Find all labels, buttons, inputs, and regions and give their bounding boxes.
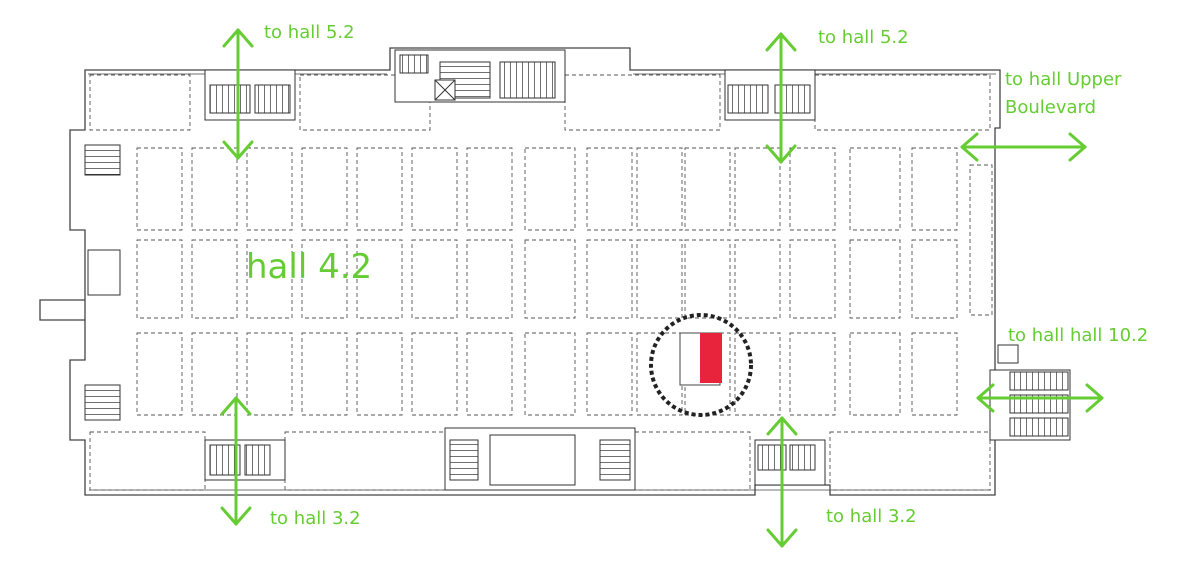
arrow-top-left <box>222 28 254 160</box>
booth-block <box>246 332 293 416</box>
booth-block <box>789 147 836 231</box>
booth-block <box>524 239 576 319</box>
exit-label-right[interactable]: to hall hall 10.2 <box>1008 325 1149 346</box>
booth-block <box>734 147 781 231</box>
booth-block <box>356 332 403 416</box>
booth-block <box>789 239 836 319</box>
booth-block <box>586 239 633 319</box>
arrow-top-right <box>765 32 797 164</box>
booth-block <box>136 147 183 231</box>
booth-block <box>789 332 836 416</box>
booth-block <box>191 147 238 231</box>
booth-block <box>136 239 183 319</box>
booth-block <box>356 239 403 319</box>
booth-block <box>849 332 901 416</box>
booth-block <box>524 147 576 231</box>
booth-block <box>301 239 348 319</box>
booth-block <box>191 239 238 319</box>
booth-block <box>684 239 731 319</box>
booth-block <box>636 332 683 416</box>
booth-block <box>191 332 238 416</box>
arrow-bottom-left <box>220 396 252 526</box>
booth-block <box>734 332 781 416</box>
booth-block <box>246 239 293 319</box>
arrow-upper-boulevard <box>960 132 1087 162</box>
arrow-bottom-right <box>766 416 798 548</box>
stairwells <box>84 49 1071 491</box>
exit-label-upper-boulevard-2[interactable]: Boulevard <box>1005 97 1097 118</box>
booth-block <box>301 332 348 416</box>
booth-block <box>636 239 683 319</box>
booth-block <box>586 332 633 416</box>
booth-block <box>849 239 901 319</box>
booth-block <box>466 332 513 416</box>
booth-block <box>136 332 183 416</box>
booth-block <box>849 147 901 231</box>
booth-block <box>636 147 683 231</box>
exit-label-top-right[interactable]: to hall 5.2 <box>818 27 909 48</box>
booth-block <box>684 147 731 231</box>
booth-block <box>411 147 458 231</box>
booth-block <box>734 239 781 319</box>
booth-block <box>586 147 633 231</box>
booth-block <box>411 332 458 416</box>
exit-label-bottom-left[interactable]: to hall 3.2 <box>270 508 361 529</box>
booth-block <box>911 332 958 416</box>
booth-marker[interactable] <box>700 333 722 383</box>
booth-block <box>411 239 458 319</box>
hall-title: hall 4.2 <box>246 247 373 287</box>
exit-label-upper-boulevard-1[interactable]: to hall Upper <box>1005 69 1122 90</box>
exit-arrows <box>220 28 1104 548</box>
exit-label-bottom-right[interactable]: to hall 3.2 <box>826 506 917 527</box>
booth-block <box>911 239 958 319</box>
booth-highlight-circle <box>649 313 753 417</box>
booth-block <box>301 147 348 231</box>
booth-grid <box>136 147 958 416</box>
arrow-right <box>976 383 1104 413</box>
booth-block <box>466 239 513 319</box>
booth-block <box>911 147 958 231</box>
exit-label-top-left[interactable]: to hall 5.2 <box>264 22 355 43</box>
booth-block <box>466 147 513 231</box>
booth-block <box>356 147 403 231</box>
booth-block <box>524 332 576 416</box>
booth-block <box>246 147 293 231</box>
